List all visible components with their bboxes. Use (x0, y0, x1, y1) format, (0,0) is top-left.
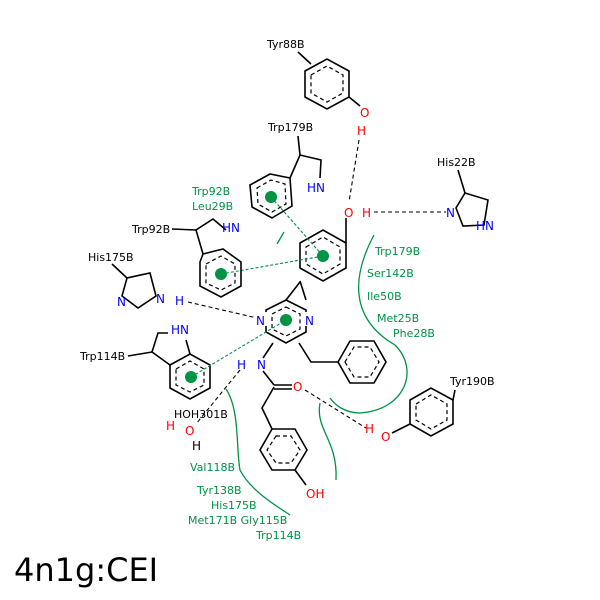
bond (294, 469, 307, 486)
bond (348, 96, 361, 107)
aromatic-ring (415, 394, 448, 430)
tyr88-hydrogen: H (357, 124, 366, 138)
residue-label-tyr190: Tyr190B (449, 375, 495, 388)
hydrophobic-label-ser142: Ser142B (367, 267, 414, 280)
hydrophobic-label-val118: Val118B (190, 461, 235, 474)
hbond-water (195, 369, 241, 425)
bond (297, 135, 301, 156)
trp114-hn: HN (171, 323, 189, 337)
bond (285, 281, 301, 301)
label-bg (255, 312, 267, 326)
hydrophobic-label-his175: His175B (211, 499, 257, 512)
tyr88-oxygen: O (360, 106, 369, 120)
aromatic-ring (305, 236, 341, 275)
trp92-ring (199, 248, 242, 298)
hydrophobic-label-met171-gly115: Met171B Gly115B (188, 514, 287, 527)
hydrophobic-contour-trp (276, 231, 285, 245)
bond (151, 332, 171, 366)
aromatic-ring (271, 306, 301, 337)
trp179-hn: HN (307, 181, 325, 195)
his175-n2: N (156, 292, 165, 306)
hbond-his175 (187, 301, 258, 319)
hydrophobic-label-leu29: Leu29B (192, 200, 233, 213)
hbond-tyr88 (348, 139, 360, 203)
hydrophobic-contour-mid (318, 402, 337, 481)
tyr190-oxygen: O (381, 430, 390, 444)
aromatic-ring (344, 346, 380, 378)
ligand-hydrogen: H (362, 206, 371, 220)
aromatic-ring (175, 360, 205, 393)
hbond-tyr190 (304, 389, 367, 429)
aromatic-ring (205, 255, 236, 291)
his175-n1: N (117, 295, 126, 309)
bond (391, 423, 411, 434)
hydrophobic-label-trp114: Trp114B (255, 529, 301, 542)
bond (452, 389, 456, 401)
bond (185, 339, 191, 355)
ligand-pyrimidine-ring (265, 299, 307, 344)
hydrophobic-contour-right (329, 234, 408, 414)
structure-title: 4n1g:CEI (14, 551, 159, 589)
bond (262, 342, 274, 359)
aromatic-ring (266, 435, 301, 464)
bond (127, 351, 153, 357)
pi-stack-trp179 (270, 196, 324, 257)
ligand-phenol-ring (299, 229, 347, 282)
bond (297, 51, 312, 65)
aromatic-ring (256, 179, 287, 213)
ligand-benzyl-ring (337, 340, 387, 384)
water-oxygen: O (185, 424, 194, 438)
ligand-oxygen: O (344, 206, 353, 220)
his22-hn: HN (476, 219, 494, 233)
his22-ring (455, 192, 489, 227)
residue-label-tyr88: Tyr88B (266, 38, 305, 51)
bond (299, 280, 307, 301)
hydrophobic-label-trp179: Trp179B (374, 245, 420, 258)
hydrophobic-label-tyr138: Tyr138B (196, 484, 242, 497)
pi-center-trp92 (215, 268, 227, 280)
residue-label-trp92: Trp92B (131, 223, 170, 236)
pi-stack-trp92 (220, 255, 324, 275)
amide-h: H (237, 358, 246, 372)
aromatic-ring (310, 65, 344, 103)
amide-oxygen: O (293, 380, 302, 394)
trp179-ring (249, 173, 293, 219)
bond (262, 370, 275, 386)
bond (195, 218, 227, 255)
bond (171, 228, 197, 231)
bond (111, 263, 128, 279)
bond (298, 342, 338, 363)
bond (261, 386, 275, 430)
his22-n: N (446, 206, 455, 220)
amide-n: N (257, 358, 266, 372)
his175-ring (121, 272, 157, 309)
residue-label-his175: His175B (88, 251, 134, 264)
pi-center-ligand-phenyl (317, 250, 329, 262)
bond (457, 169, 466, 194)
label-bg (304, 312, 316, 326)
hydrophobic-label-trp92: Trp92B (191, 185, 230, 198)
hydrophobic-contour-left (225, 388, 291, 516)
residue-label-trp114: Trp114B (79, 350, 125, 363)
pyrimidine-n2: N (305, 314, 314, 328)
hydrophobic-label-ile50: Ile50B (367, 290, 402, 303)
residue-label-his22: His22B (437, 156, 476, 169)
ligand-hydroxyl: OH (306, 487, 324, 501)
pi-stack-trp114 (190, 319, 287, 378)
his175-h: H (175, 294, 184, 308)
pyrimidine-n1: N (256, 314, 265, 328)
trp92-hn: HN (222, 221, 240, 235)
residue-label-hoh301: HOH301B (174, 408, 228, 421)
water-hydrogen-2: H (192, 439, 201, 453)
bond (289, 154, 322, 179)
hydrophobic-label-phe28: Phe28B (393, 327, 435, 340)
water-hydrogen-1: H (166, 419, 175, 433)
tyr190-hydrogen: H (365, 422, 374, 436)
hydrophobic-label-met25: Met25B (377, 312, 419, 325)
residue-label-trp179: Trp179B (267, 121, 313, 134)
